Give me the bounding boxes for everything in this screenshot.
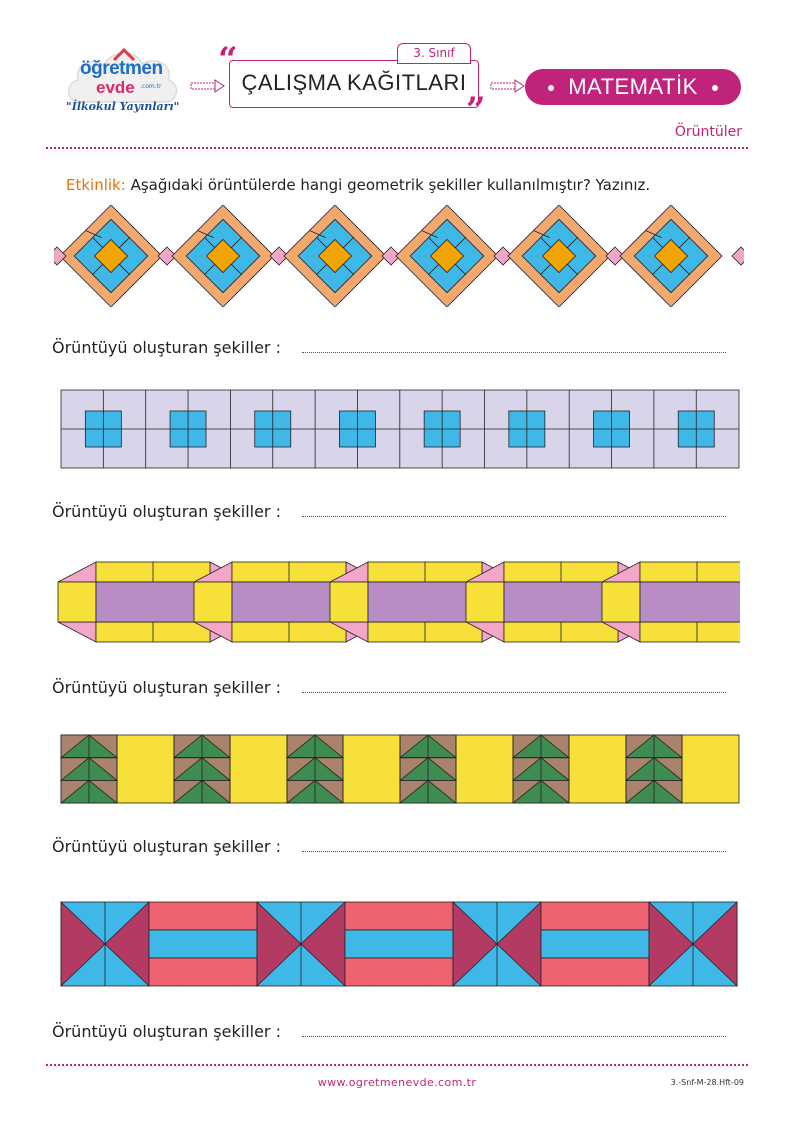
purple-square xyxy=(95,581,211,623)
maroon-triangle xyxy=(256,901,302,987)
orange-square xyxy=(93,238,129,274)
coral-rectangle xyxy=(148,901,258,931)
logo-domain: .com.tr xyxy=(140,83,162,90)
logo-cloud-icon xyxy=(67,47,178,103)
purple-square xyxy=(367,581,483,623)
pink-diamond xyxy=(605,246,625,266)
purple-square xyxy=(503,581,619,623)
blue-rectangle xyxy=(344,929,454,959)
answer-row: Örüntüyü oluşturan şekiller : xyxy=(52,502,281,521)
footer-divider xyxy=(46,1064,748,1066)
topic-label: Örüntüler xyxy=(674,124,742,140)
yellow-square xyxy=(601,581,641,623)
pattern-squares xyxy=(60,389,740,469)
orange-square xyxy=(205,238,241,274)
class-label: 3. Sınıf xyxy=(397,43,471,64)
answer-line[interactable] xyxy=(302,1036,726,1037)
answer-prompt: Örüntüyü oluşturan şekiller : xyxy=(52,502,281,521)
orange-square xyxy=(429,238,465,274)
edge-line xyxy=(645,230,662,239)
subject-badge: MATEMATİK xyxy=(525,69,741,105)
purple-square xyxy=(231,581,347,623)
maroon-triangle xyxy=(648,901,694,987)
edge-line xyxy=(533,230,550,239)
logo-text: öğretmen xyxy=(80,58,163,79)
orange-square xyxy=(653,238,689,274)
answer-row: Örüntüyü oluşturan şekiller : xyxy=(52,678,281,697)
yellow-rectangle xyxy=(639,561,740,583)
pattern-diamonds xyxy=(54,205,744,307)
answer-prompt: Örüntüyü oluşturan şekiller : xyxy=(52,1022,281,1041)
header-divider xyxy=(46,147,748,149)
yellow-square xyxy=(329,581,369,623)
answer-line[interactable] xyxy=(302,352,726,353)
maroon-triangle xyxy=(692,901,738,987)
answer-row: Örüntüyü oluşturan şekiller : xyxy=(52,338,281,357)
page-title: ÇALIŞMA KAĞITLARI xyxy=(241,70,467,95)
subject-label: MATEMATİK xyxy=(568,74,698,99)
pink-diamond xyxy=(269,246,289,266)
coral-rectangle xyxy=(540,957,650,987)
instruction: Etkinlik: Aşağıdaki örüntülerde hangi ge… xyxy=(66,176,650,194)
orange-square xyxy=(317,238,353,274)
footer-url[interactable]: www.ogretmenevde.com.tr xyxy=(317,1076,477,1089)
arrow-right-icon xyxy=(490,79,525,93)
maroon-triangle xyxy=(452,901,498,987)
edge-line xyxy=(421,230,438,239)
answer-line[interactable] xyxy=(302,692,726,693)
coral-rectangle xyxy=(344,901,454,931)
edge-line xyxy=(85,230,102,239)
pink-diamond xyxy=(381,246,401,266)
blue-rectangle xyxy=(148,929,258,959)
bullet-icon xyxy=(711,85,718,92)
pink-triangle xyxy=(57,561,97,583)
answer-line[interactable] xyxy=(302,851,726,852)
answer-row: Örüntüyü oluşturan şekiller : xyxy=(52,1022,281,1041)
answer-row: Örüntüyü oluşturan şekiller : xyxy=(52,837,281,856)
edge-line xyxy=(197,230,214,239)
logo-subtitle: "İlkokul Yayınları" xyxy=(66,100,180,113)
answer-line[interactable] xyxy=(302,516,726,517)
arrow-right-icon xyxy=(190,79,225,93)
pink-diamond xyxy=(54,246,67,266)
logo-text-evde: evde xyxy=(96,78,135,97)
answer-prompt: Örüntüyü oluşturan şekiller : xyxy=(52,837,281,856)
title-frame xyxy=(229,60,479,108)
blue-rectangle xyxy=(540,929,650,959)
pink-diamond xyxy=(157,246,177,266)
bullet-icon xyxy=(548,85,555,92)
instruction-text: Aşağıdaki örüntülerde hangi geometrik şe… xyxy=(125,176,651,194)
answer-prompt: Örüntüyü oluşturan şekiller : xyxy=(52,678,281,697)
pink-diamond xyxy=(731,246,744,266)
coral-rectangle xyxy=(540,901,650,931)
pink-diamond xyxy=(493,246,513,266)
orange-square xyxy=(541,238,577,274)
pink-triangle xyxy=(57,621,97,643)
footer-code: 3.-Snf-M-28.Hft-09 xyxy=(670,1078,744,1087)
yellow-rectangle xyxy=(639,621,740,643)
instruction-label: Etkinlik: xyxy=(66,176,126,194)
edge-line xyxy=(309,230,326,239)
coral-rectangle xyxy=(344,957,454,987)
maroon-triangle xyxy=(60,901,106,987)
yellow-square xyxy=(193,581,233,623)
pattern-triangles xyxy=(60,734,740,804)
close-quote-icon: ” xyxy=(466,90,486,130)
pattern-hexagons xyxy=(57,561,740,643)
yellow-square xyxy=(465,581,505,623)
purple-square xyxy=(639,581,740,623)
answer-prompt: Örüntüyü oluşturan şekiller : xyxy=(52,338,281,357)
coral-rectangle xyxy=(148,957,258,987)
open-quote-icon: “ xyxy=(218,40,238,80)
yellow-square xyxy=(57,581,97,623)
pattern-bowties xyxy=(60,901,738,987)
